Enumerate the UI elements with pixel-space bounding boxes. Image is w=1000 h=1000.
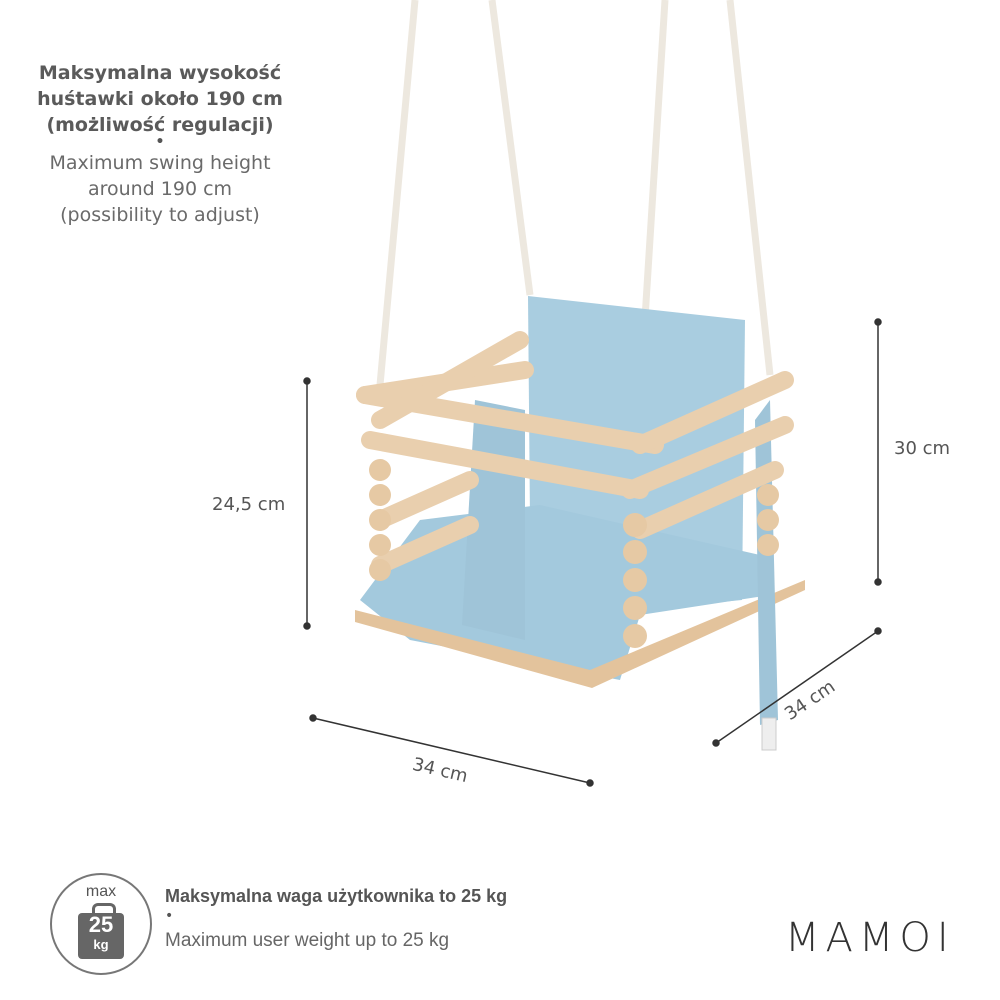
wooden-beads <box>369 459 779 648</box>
text-line: Maksymalna wysokość <box>38 62 282 84</box>
text-line: huśtawki około 190 cm <box>37 88 283 110</box>
back-height-label: 30 cm <box>894 438 951 459</box>
weight-info-en: Maximum user weight up to 25 kg <box>165 930 450 951</box>
weight-handle <box>92 903 116 916</box>
seat-base <box>355 580 805 688</box>
weight-block: 25 kg <box>78 913 124 959</box>
weight-value: 25 <box>88 912 114 937</box>
weight-icon-max: max <box>85 883 117 900</box>
height-info-pl: Maksymalna wysokość huśtawki około 190 c… <box>20 60 300 150</box>
seat-cushion <box>360 505 770 680</box>
seat-height-label: 24,5 cm <box>212 494 286 515</box>
weight-icon: max 25 kg <box>50 873 152 975</box>
text-line: around 190 cm <box>87 178 233 200</box>
side-strap <box>755 400 778 725</box>
strap-buckle <box>761 717 777 751</box>
weight-info-pl: Maksymalna waga użytkownika to 25 kg <box>165 886 508 906</box>
weight-unit: kg <box>93 937 109 952</box>
weight-separator: • <box>165 908 174 924</box>
height-info-en: Maximum swing height around 190 cm (poss… <box>20 150 300 228</box>
separator: • <box>155 134 165 150</box>
text-line: (możliwość regulacji) <box>46 114 274 136</box>
wooden-rails <box>356 331 794 574</box>
brand-logo: MAMOI <box>785 915 955 961</box>
logo-text: MAMOI <box>785 915 955 961</box>
text-line: (possibility to adjust) <box>60 204 260 226</box>
dimension-lines <box>303 318 882 787</box>
text-line: Maximum swing height <box>49 152 271 174</box>
